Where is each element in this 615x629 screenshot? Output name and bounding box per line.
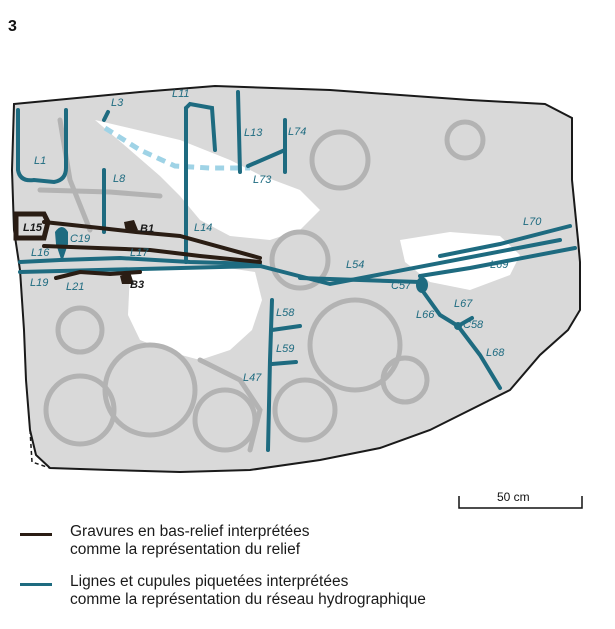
label-C19: C19 [70, 233, 90, 245]
legend-swatch-hydro [20, 583, 52, 586]
label-L3: L3 [111, 97, 124, 109]
label-L58: L58 [276, 307, 295, 319]
line-L73 [246, 148, 287, 168]
grey-engravings [37, 117, 486, 453]
label-B1: B1 [140, 223, 154, 235]
relief-upper [42, 220, 262, 260]
label-L54: L54 [346, 259, 364, 271]
hydro-dashed-line [103, 125, 250, 171]
scale-bar [458, 496, 583, 509]
relief-L15 [13, 211, 51, 241]
cupule-C57 [416, 277, 428, 293]
label-L74: L74 [288, 126, 306, 138]
legend: Gravures en bas-relief interprétées comm… [20, 523, 610, 623]
legend-hydro-line2: comme la représentation du réseau hydrog… [70, 591, 426, 608]
label-L47: L47 [243, 372, 262, 384]
rock-outline-dashed [29, 429, 51, 469]
void-area-center [128, 266, 262, 360]
line-L47 [266, 298, 274, 452]
cupule-C58 [454, 322, 462, 330]
legend-item-hydro: Lignes et cupules piquetées interprétées… [20, 573, 610, 609]
label-L16: L16 [31, 247, 50, 259]
label-L21: L21 [66, 281, 84, 293]
line-L58 [270, 324, 302, 332]
line-L13 [236, 90, 242, 174]
label-L66: L66 [416, 309, 435, 321]
relief-lines [13, 211, 262, 280]
legend-swatch-relief [20, 533, 52, 536]
bump-B1 [124, 220, 138, 232]
label-L59: L59 [276, 343, 294, 355]
relief-lower [42, 244, 262, 264]
line-L69 [418, 246, 577, 278]
line-L11 [184, 101, 217, 152]
line-L54 [298, 276, 422, 284]
label-L68: L68 [486, 347, 505, 359]
void-area-top [95, 120, 320, 240]
line-L16 [18, 255, 262, 266]
label-L14: L14 [194, 222, 212, 234]
cupule-C19 [55, 227, 68, 262]
rock-outline [10, 84, 581, 474]
cupules [55, 227, 462, 330]
line-L1 [16, 108, 68, 185]
label-L13: L13 [244, 127, 263, 139]
line-L70 [438, 224, 572, 258]
bump-B3 [120, 272, 134, 284]
map-labels: L1 L3 L8 L11 L13 L74 L73 L14 L15 C19 B1 … [23, 88, 542, 384]
label-L73: L73 [253, 174, 272, 186]
scale-bar-label: 50 cm [497, 490, 530, 504]
relief-L21 [54, 269, 142, 280]
label-L11: L11 [172, 88, 190, 100]
line-L17 [18, 238, 562, 287]
label-L15: L15 [23, 222, 43, 234]
line-L66 [420, 288, 460, 328]
figure-number: 3 [8, 18, 17, 35]
label-L70: L70 [523, 216, 542, 228]
label-L69: L69 [490, 259, 508, 271]
legend-item-relief: Gravures en bas-relief interprétées comm… [20, 523, 610, 559]
line-L3 [102, 110, 110, 122]
label-L8: L8 [113, 173, 126, 185]
line-L59 [270, 360, 298, 366]
label-L17: L17 [130, 247, 149, 259]
label-C58: C58 [463, 319, 484, 331]
label-L1: L1 [34, 155, 46, 167]
legend-hydro-line1: Lignes et cupules piquetées interprétées [70, 573, 349, 590]
legend-relief-line2: comme la représentation du relief [70, 541, 301, 558]
line-L68 [456, 324, 502, 390]
hydro-network [16, 90, 577, 452]
label-C57: C57 [391, 280, 412, 292]
rock-surface [12, 86, 580, 472]
label-B3: B3 [130, 279, 144, 291]
label-L19: L19 [30, 277, 48, 289]
legend-relief-line1: Gravures en bas-relief interprétées [70, 523, 310, 540]
label-L67: L67 [454, 298, 473, 310]
